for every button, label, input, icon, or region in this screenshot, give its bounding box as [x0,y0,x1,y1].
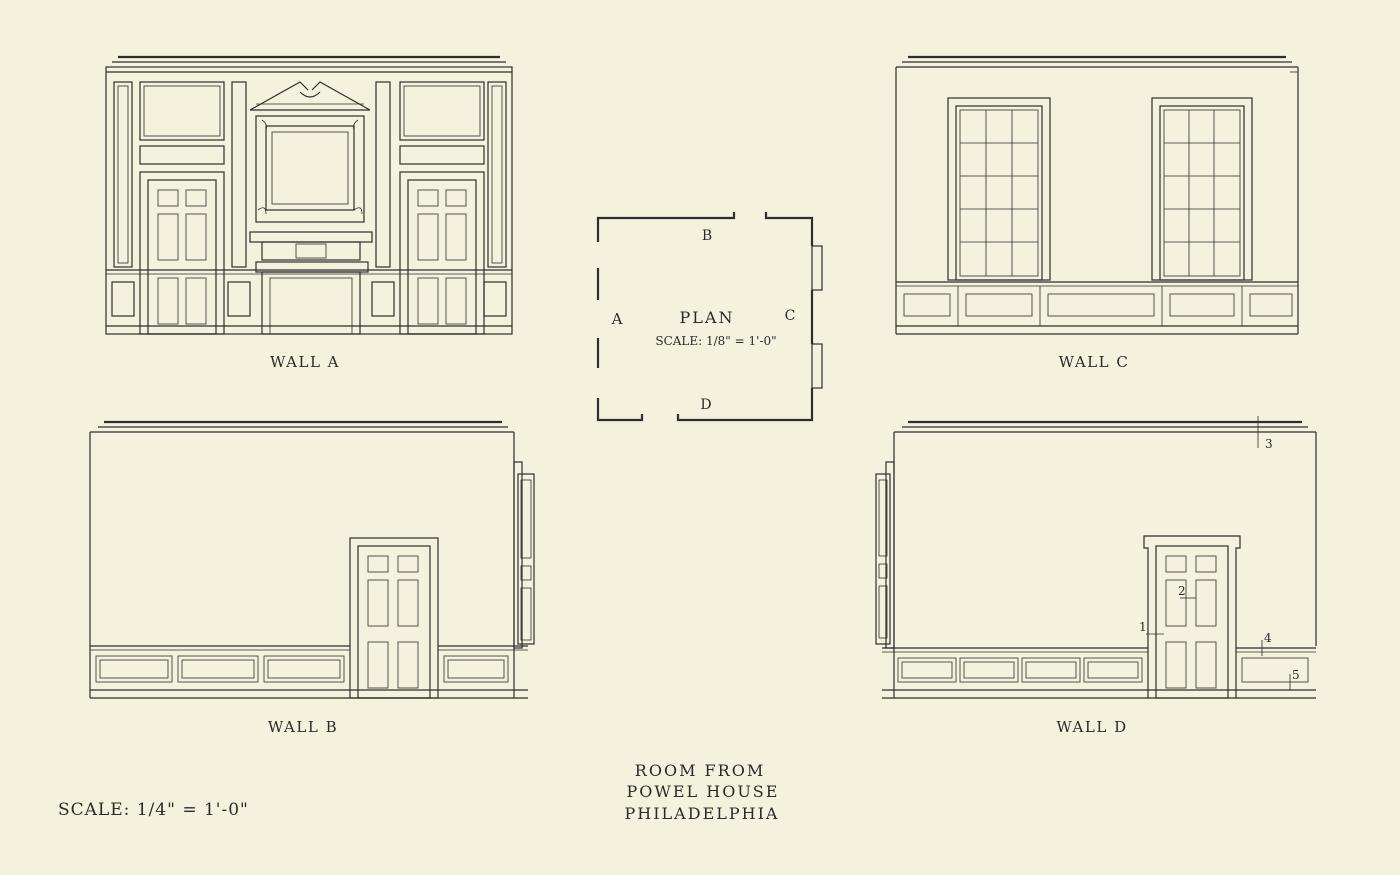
wall-d-marker-2: 2 [1178,584,1186,598]
wall-b-label: WALL B [268,718,338,736]
wall-d-marker-3: 3 [1265,437,1273,451]
wall-d-marker-5: 5 [1292,668,1300,682]
caption-line-1: ROOM FROM [635,761,765,780]
wall-d-elevation [875,416,1317,699]
wall-b-elevation [89,420,535,699]
wall-a-elevation [105,55,513,335]
wall-c-label: WALL C [1059,353,1130,371]
wall-d-label: WALL D [1056,718,1127,736]
caption-line-2: POWEL HOUSE [627,782,780,801]
plan-letter-a: A [611,310,623,328]
floor-plan [596,212,823,422]
wall-c-elevation [895,55,1299,335]
scale-note: SCALE: 1/4" = 1'-0" [58,800,249,820]
wall-d-marker-4: 4 [1264,631,1272,645]
plan-letter-d: D [700,397,711,413]
caption-line-3: PHILADELPHIA [625,804,780,823]
plan-scale: SCALE: 1/8" = 1'-0" [655,334,776,348]
wall-d-marker-1: 1 [1139,620,1147,634]
plan-letter-b: B [702,228,712,244]
plan-title: PLAN [680,308,735,327]
wall-a-label: WALL A [270,353,340,371]
plan-letter-c: C [785,308,796,324]
